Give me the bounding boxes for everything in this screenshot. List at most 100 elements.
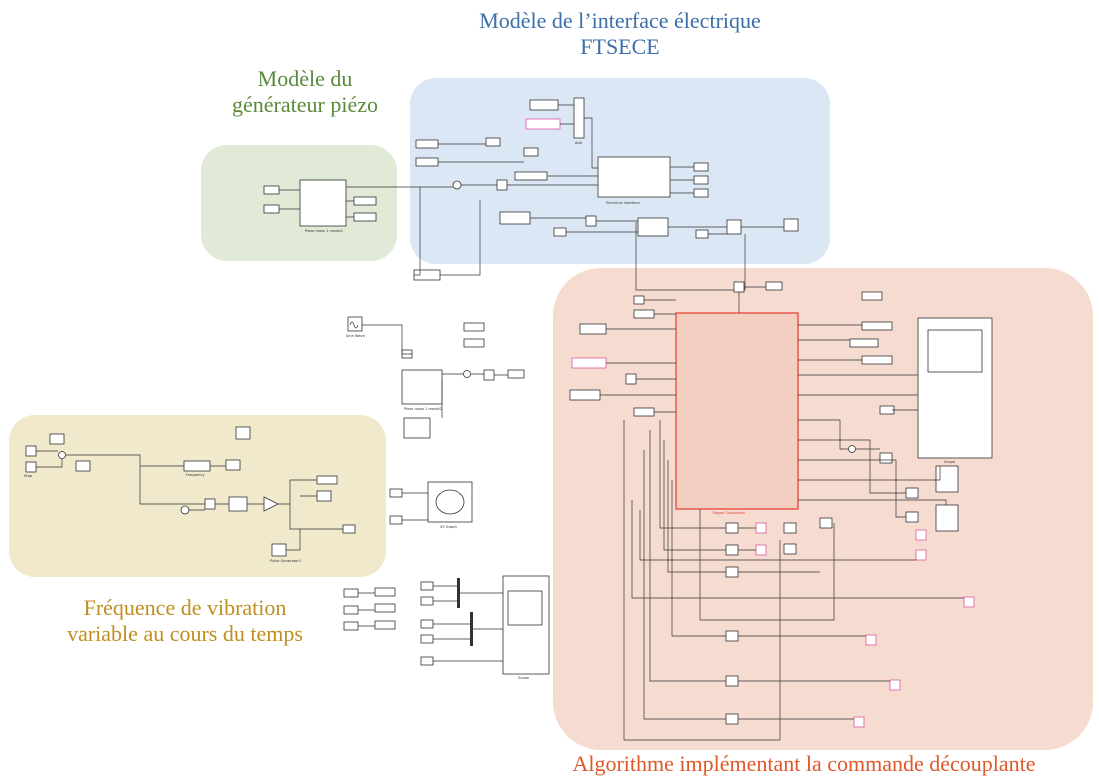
transport-delay-6[interactable] [725,713,739,725]
transfer-fcn-block[interactable] [228,496,248,512]
frequency-block[interactable] [183,460,211,472]
integrator-block[interactable] [496,179,508,191]
to-workspace-e2[interactable] [935,504,959,532]
sum-block[interactable] [452,180,462,190]
constant-pink-2[interactable] [755,544,767,556]
tag-x[interactable] [693,188,709,198]
tag-ue[interactable] [353,196,377,206]
tag-vd-xy[interactable] [389,488,403,498]
clock-block[interactable] [180,505,190,515]
tag-cp-real[interactable] [525,118,561,130]
constant-pink-1[interactable] [755,522,767,534]
scope-freq-1[interactable] [49,433,65,445]
scope-alg-5[interactable] [819,517,833,529]
to-workspace-x2[interactable] [374,603,396,613]
constant-pink[interactable] [571,357,607,369]
scope-alg-1[interactable] [625,373,637,385]
scope-freq-4[interactable] [316,490,332,502]
to-workspace-consigne[interactable] [633,309,655,319]
to-workspace-vp-hold[interactable] [633,407,655,417]
scope-alg-7[interactable] [783,543,797,555]
constant-pink-3[interactable] [915,529,927,541]
tag-xdot-scope[interactable] [420,581,434,591]
tag-f-scope[interactable] [420,634,434,644]
to-workspace-k[interactable] [463,322,485,332]
transport-delay[interactable] [585,215,597,227]
gain-block[interactable] [263,496,279,512]
constant-pink-4[interactable] [915,549,927,561]
tag-beta-real[interactable] [514,171,548,181]
tag-vo-out[interactable] [879,405,895,415]
tag-vc[interactable] [523,147,539,157]
tag-x-scope[interactable] [420,596,434,606]
memory-block[interactable] [733,281,745,293]
step-block[interactable] [25,445,37,457]
sine-wave-block[interactable] [347,316,363,332]
to-workspace-vo[interactable] [374,587,396,597]
sine-wave-freq[interactable] [235,426,251,440]
transport-delay-3[interactable] [725,566,739,578]
transport-delay-1[interactable] [725,522,739,534]
to-workspace-delta-cp[interactable] [849,338,879,348]
to-workspace-trig[interactable] [765,281,783,291]
pulse-generator[interactable] [271,543,287,557]
scope-electrical[interactable] [783,218,799,232]
circuit-block[interactable] [403,417,431,439]
tag-x-mid[interactable] [343,605,359,615]
product-block[interactable] [204,498,216,510]
add-block[interactable] [573,97,585,139]
tag-vc-scope[interactable] [420,619,434,629]
to-workspace-x[interactable] [415,157,439,167]
integrator-block-2[interactable] [483,369,495,381]
tag-vd[interactable] [353,212,377,222]
switch-block[interactable] [637,217,669,237]
tag-vo[interactable] [693,162,709,172]
scope-freq-2[interactable] [75,460,91,472]
tag-vd-in[interactable] [263,204,280,214]
sum-block-2[interactable] [463,370,471,378]
tag-vc-alg[interactable] [633,295,645,305]
to-workspace-e1[interactable] [935,465,959,493]
constant-pink-5[interactable] [963,596,975,608]
scope-alg-4[interactable] [905,511,919,523]
constant-pink-7[interactable] [889,679,901,691]
scope-alg-2[interactable] [879,452,893,464]
constant-pink-8[interactable] [853,716,865,728]
transport-delay-4[interactable] [725,630,739,642]
tag-xdot[interactable] [507,369,525,379]
constant-cp[interactable] [529,99,559,111]
tag-beta-real-out[interactable] [861,321,893,331]
tag-v[interactable] [485,137,501,147]
tag-cp-real-out[interactable] [861,355,893,365]
relational-operator[interactable] [726,219,742,235]
scope-freq-3[interactable] [225,459,241,471]
tag-ue-xy[interactable] [389,515,403,525]
to-workspace-xdot[interactable] [374,620,396,630]
sum-alg[interactable] [848,445,856,453]
to-workspace-freq[interactable] [316,475,338,485]
tag-vd-scope[interactable] [420,656,434,666]
constant-beta[interactable] [553,227,567,237]
constant-pink-6[interactable] [865,634,877,646]
sum-freq[interactable] [58,451,66,459]
to-workspace-k2[interactable] [463,338,485,348]
scope-alg-3[interactable] [905,487,919,499]
trigger-subsystem[interactable] [675,312,799,510]
scope-alg-6[interactable] [783,522,797,534]
tag-xdot-mid[interactable] [343,621,359,631]
data-type-conversion[interactable] [499,211,531,225]
electrical-interface-block[interactable] [597,156,671,198]
tag-cp-hold[interactable] [569,389,601,401]
tag-beta[interactable] [861,291,883,301]
transport-delay-5[interactable] [725,675,739,687]
step-block-2[interactable] [25,461,37,473]
to-workspace-v[interactable] [415,139,439,149]
tag-f-freq[interactable] [342,524,356,534]
constant-alg[interactable] [579,323,607,335]
tag-f-in[interactable] [263,185,280,195]
piezo-mass-block[interactable] [299,179,347,227]
transport-delay-2[interactable] [725,544,739,556]
constant-zero[interactable] [695,229,709,239]
tag-vo-mid[interactable] [343,588,359,598]
tag-vp[interactable] [693,175,709,185]
